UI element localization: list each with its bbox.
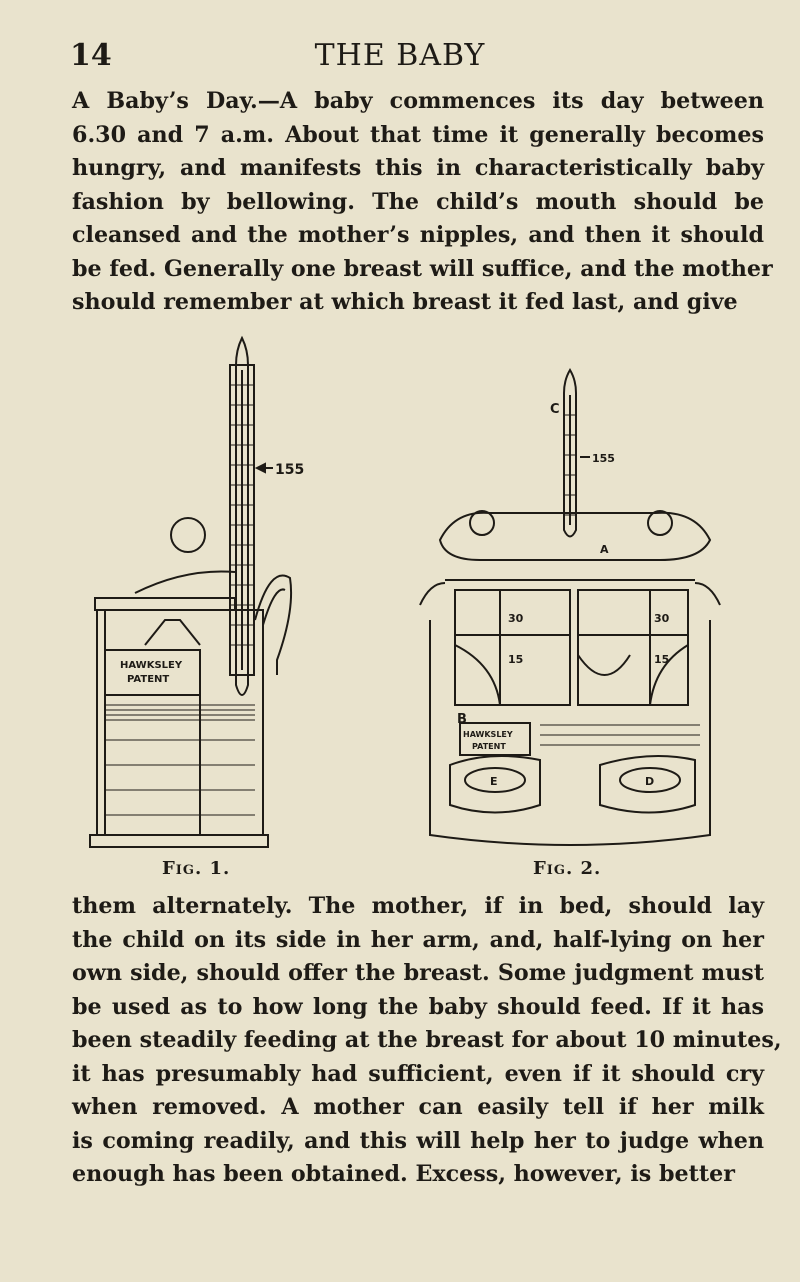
fig2-label-a: A xyxy=(600,543,609,556)
paragraph-bottom: them alternately. The mother, if in bed,… xyxy=(72,890,782,1192)
figure-1-illustration: 155 HAWKSLEY PATENT xyxy=(85,310,304,860)
text-line: be fed. Generally one breast will suffic… xyxy=(72,255,773,282)
text-line: be used as to how long the baby should f… xyxy=(72,993,764,1020)
text-line: own side, should offer the breast. Some … xyxy=(72,960,764,986)
figure-2-caption: Fig. 2. xyxy=(533,858,602,879)
fig2-label-15-right: 15 xyxy=(654,653,669,666)
fig2-label-d: D xyxy=(645,775,654,788)
text-line: hungry, and manifests this in characteri… xyxy=(72,155,764,181)
paragraph-top: A Baby’s Day.—A baby commences its day b… xyxy=(72,85,773,320)
text-line: is coming readily, and this will help he… xyxy=(72,1127,764,1154)
text-line: the child on its side in her arm, and, h… xyxy=(72,926,764,953)
fig1-temperature-label: 155 xyxy=(275,462,304,478)
fig2-label-30-right: 30 xyxy=(654,612,670,625)
fig2-label-b: B xyxy=(457,712,467,727)
milk-warmer-drawing: 155 HAWKSLEY PATENT xyxy=(89,335,304,848)
running-head: THE BABY xyxy=(314,38,486,73)
fig2-label-15-left: 15 xyxy=(508,653,523,666)
text-line: cleansed and the mother’s nipples, and t… xyxy=(72,222,764,248)
fig2-brand-label: HAWKSLEY xyxy=(463,730,513,739)
text-line: it has presumably had sufficient, even i… xyxy=(72,1060,764,1087)
fig2-label-30-left: 30 xyxy=(508,612,524,625)
text-line: been steadily feeding at the breast for … xyxy=(72,1027,782,1053)
fig1-brand-label: HAWKSLEY xyxy=(120,660,183,671)
figure-1-caption: Fig. 1. xyxy=(162,858,231,879)
text-line: enough has been obtained. Excess, howeve… xyxy=(72,1161,735,1187)
milk-warmer-section-drawing: C 155 A 30 30 15 15 B HAWKSLEY PATENT E … xyxy=(419,368,721,846)
fig2-label-c: C xyxy=(550,402,560,417)
text-line: when removed. A mother can easily tell i… xyxy=(72,1094,764,1120)
text-line: A Baby’s Day.—A baby commences its day b… xyxy=(72,88,764,114)
text-line: fashion by bellowing. The child’s mouth … xyxy=(72,188,764,215)
text-line: 6.30 and 7 a.m. About that time it gener… xyxy=(72,121,764,148)
fig1-patent-label: PATENT xyxy=(127,674,169,685)
figure-2-illustration: C 155 A 30 30 15 15 B HAWKSLEY PATENT E … xyxy=(400,365,740,860)
text-line: should remember at which breast it fed l… xyxy=(72,289,738,315)
fig2-label-e: E xyxy=(490,775,498,788)
page-number: 14 xyxy=(70,38,112,73)
fig2-temperature-label: 155 xyxy=(592,452,615,465)
fig2-patent-label: PATENT xyxy=(472,742,506,751)
text-line: them alternately. The mother, if in bed,… xyxy=(72,893,764,919)
